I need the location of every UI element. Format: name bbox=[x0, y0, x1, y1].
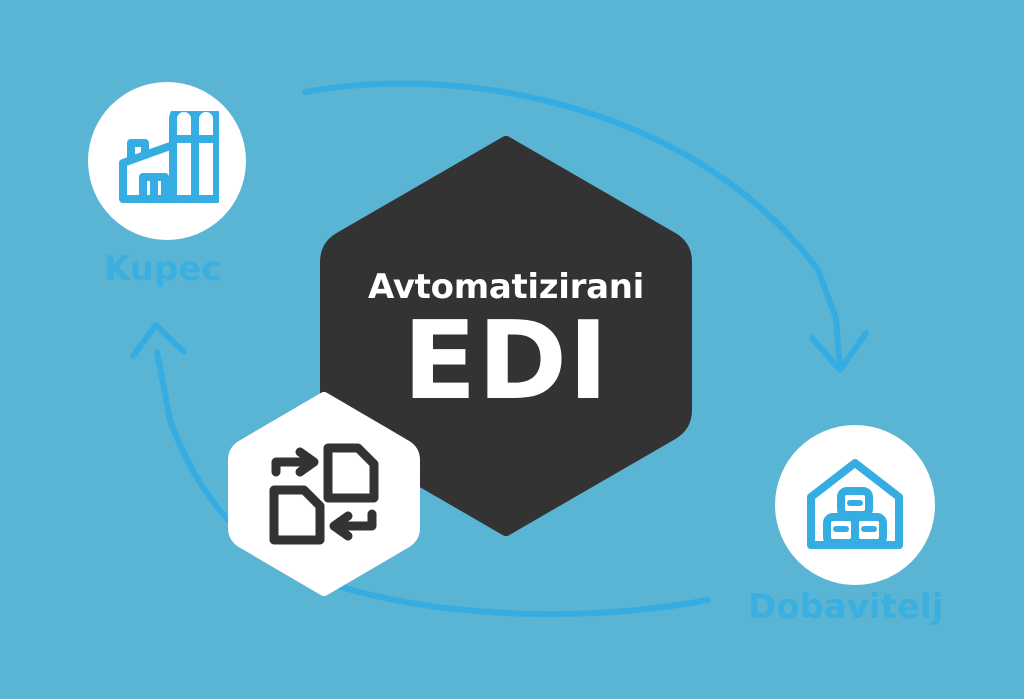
supplier-circle bbox=[775, 425, 935, 585]
document-bottom-icon bbox=[269, 485, 325, 545]
exchange-badge bbox=[228, 390, 420, 598]
center-subtitle: Avtomatizirani bbox=[368, 267, 644, 307]
arrowhead-up-icon bbox=[130, 322, 187, 359]
factory-building-icon bbox=[119, 141, 177, 203]
document-exchange-icon bbox=[269, 443, 379, 545]
factory-chimney-icon bbox=[127, 139, 149, 164]
center-title: EDI bbox=[402, 299, 610, 424]
arrow-left-icon bbox=[335, 509, 377, 531]
center-hexagon-shape bbox=[320, 136, 692, 536]
factory-silo-right-icon bbox=[191, 111, 219, 203]
factory-icon bbox=[119, 111, 219, 203]
supplier-label: Dobavitelj bbox=[748, 587, 944, 627]
arrowhead-down-icon bbox=[809, 330, 869, 373]
arrow-stem-down bbox=[833, 315, 843, 371]
center-hexagon-fill bbox=[320, 136, 692, 536]
arrow-left-head-icon bbox=[329, 511, 353, 541]
center-hexagon: Avtomatizirani EDI bbox=[320, 136, 692, 536]
arrow-right-icon bbox=[271, 457, 313, 477]
arrow-right-head-icon bbox=[295, 447, 319, 477]
warehouse-box-right-icon bbox=[851, 513, 887, 547]
buyer-label: Kupec bbox=[104, 249, 222, 289]
document-top-icon bbox=[323, 443, 379, 503]
warehouse-outline-icon bbox=[807, 459, 903, 549]
warehouse-icon bbox=[807, 459, 903, 549]
center-hexagon-text-block: Avtomatizirani EDI bbox=[320, 136, 692, 536]
buyer-circle bbox=[88, 82, 246, 240]
